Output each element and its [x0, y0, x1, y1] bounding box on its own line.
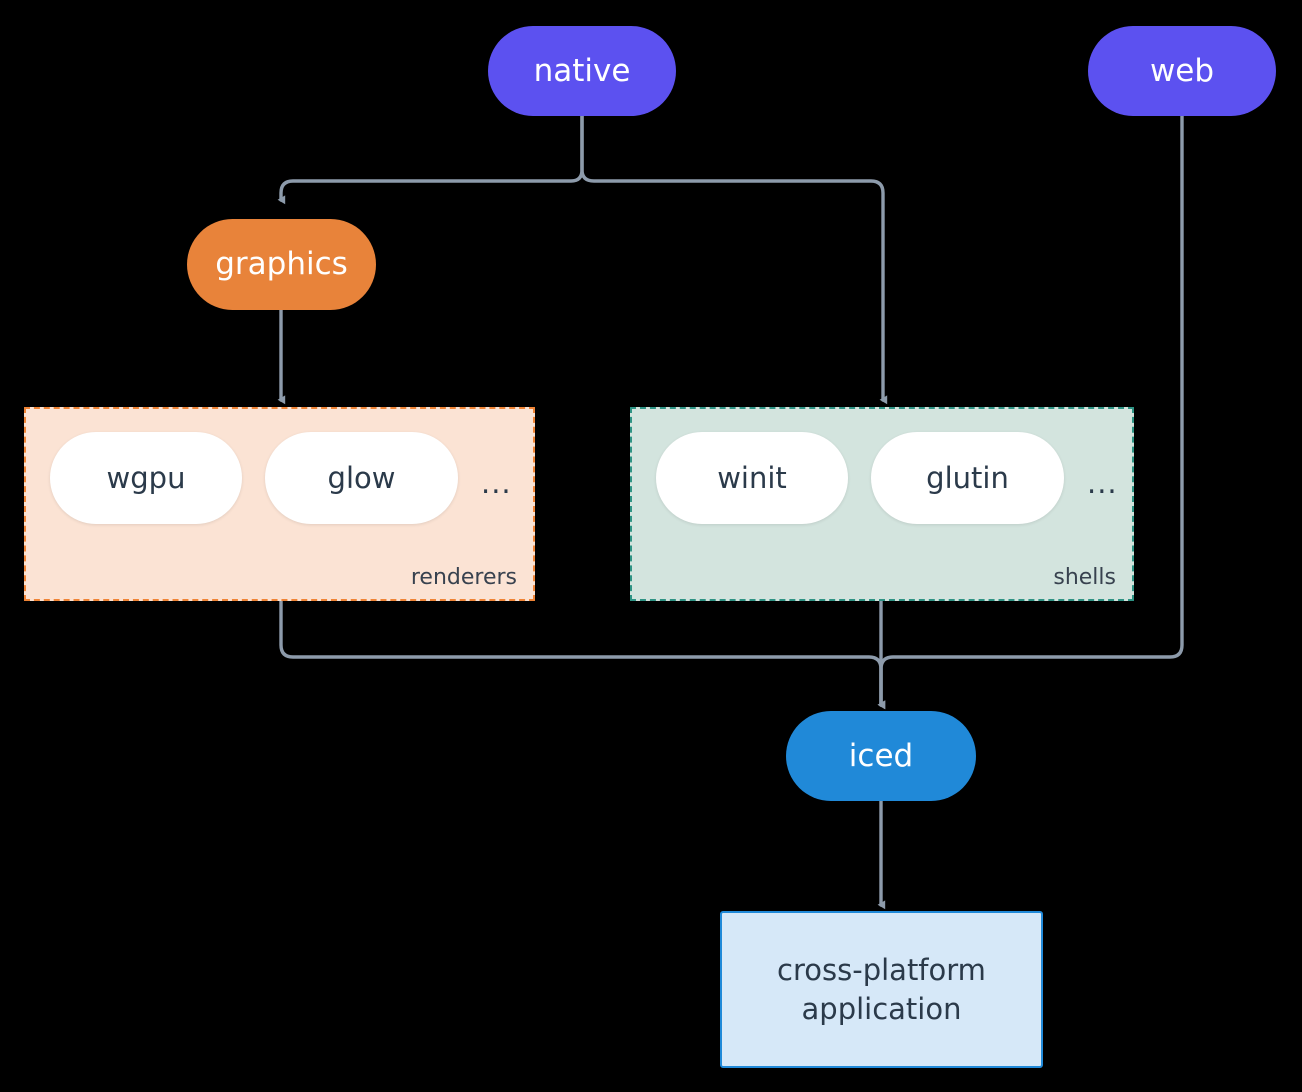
edge-native-shells	[580, 112, 888, 405]
node-graphics-label: graphics	[215, 246, 348, 283]
node-graphics[interactable]: graphics	[187, 219, 376, 310]
shell-item-glutin-label: glutin	[926, 461, 1009, 495]
node-web-label: web	[1149, 52, 1215, 89]
group-shells-label: shells	[1053, 565, 1116, 590]
renderer-item-wgpu-label: wgpu	[106, 461, 186, 495]
renderer-item-wgpu[interactable]: wgpu	[50, 432, 242, 524]
node-iced[interactable]: iced	[786, 711, 976, 801]
group-renderers-label: renderers	[410, 565, 517, 590]
shell-item-glutin[interactable]: glutin	[871, 432, 1064, 524]
node-application-label-line1: cross-platform	[777, 953, 986, 988]
group-shells: winit glutin ... shells	[630, 407, 1134, 601]
node-application[interactable]: cross-platform application	[720, 911, 1043, 1068]
renderers-ellipsis: ...	[481, 466, 512, 500]
node-iced-label: iced	[848, 737, 914, 774]
edge-web-iced	[877, 112, 1184, 710]
node-web[interactable]: web	[1088, 26, 1276, 116]
node-native[interactable]: native	[488, 26, 676, 116]
node-native-label: native	[533, 52, 631, 89]
edge-renderers-iced	[279, 599, 886, 710]
renderer-item-glow[interactable]: glow	[265, 432, 458, 524]
renderer-item-glow-label: glow	[327, 461, 396, 495]
node-application-label-line2: application	[801, 991, 962, 1026]
shell-item-winit[interactable]: winit	[656, 432, 848, 524]
shells-ellipsis: ...	[1087, 466, 1118, 500]
edge-native-graphics	[277, 112, 584, 205]
shell-item-winit-label: winit	[717, 461, 787, 495]
group-renderers: wgpu glow ... renderers	[24, 407, 535, 601]
